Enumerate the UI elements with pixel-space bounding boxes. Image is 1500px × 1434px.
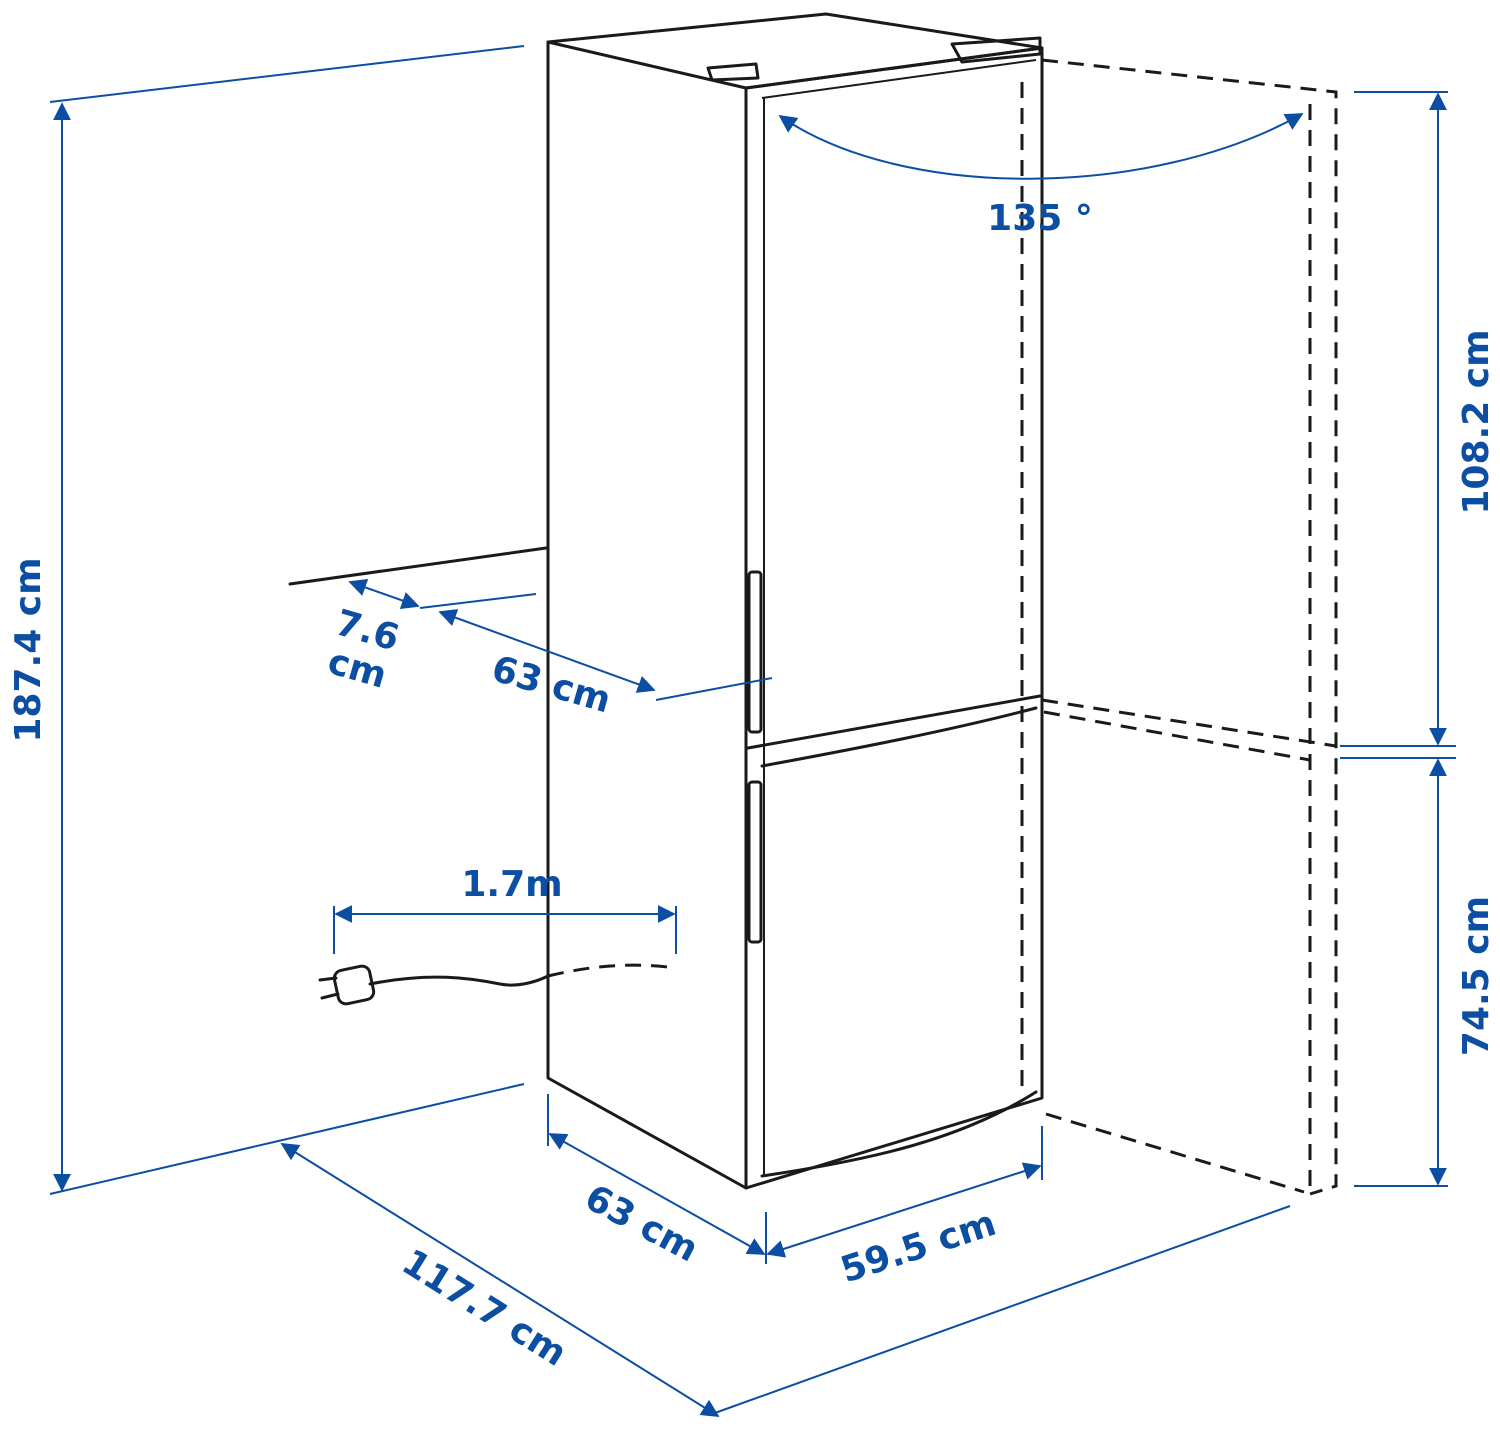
dimension-lines bbox=[49, 45, 1456, 1417]
depth-top-label: 63 cm bbox=[487, 648, 615, 721]
open-door-outline bbox=[1020, 58, 1338, 1196]
fridge-front bbox=[744, 46, 1044, 1190]
wall-edge bbox=[288, 546, 548, 586]
power-cord bbox=[318, 963, 677, 1006]
fridge-height-label: 108.2 cm bbox=[1456, 329, 1497, 514]
freezer-height-label: 74.5 cm bbox=[1456, 896, 1497, 1056]
width-line bbox=[766, 1162, 1042, 1258]
door-angle-label: 135 ° bbox=[987, 198, 1093, 239]
door-split bbox=[746, 694, 1042, 750]
total-height-label: 187.4 cm bbox=[8, 557, 49, 742]
door-angle-arc bbox=[778, 113, 1304, 180]
depth-bottom-label: 63 cm bbox=[578, 1177, 705, 1270]
door-open-depth-line bbox=[280, 1143, 720, 1417]
depth-top-line bbox=[438, 609, 656, 693]
wall-gap-line bbox=[348, 578, 420, 610]
cord-length-label: 1.7m bbox=[461, 864, 562, 905]
top-bracket bbox=[706, 62, 760, 82]
top-hinge bbox=[950, 36, 1042, 64]
width-label: 59.5 cm bbox=[836, 1203, 1001, 1292]
fridge-top bbox=[546, 12, 1044, 90]
fridge-body bbox=[546, 12, 1044, 1190]
power-plug-icon bbox=[318, 964, 376, 1006]
dimension-labels: 187.4 cm 108.2 cm 74.5 cm 135 ° 7.6 cm 6… bbox=[8, 198, 1497, 1375]
fridge-handle bbox=[747, 570, 763, 734]
fridge-side-panel bbox=[546, 40, 748, 1190]
freezer-handle bbox=[747, 780, 763, 944]
